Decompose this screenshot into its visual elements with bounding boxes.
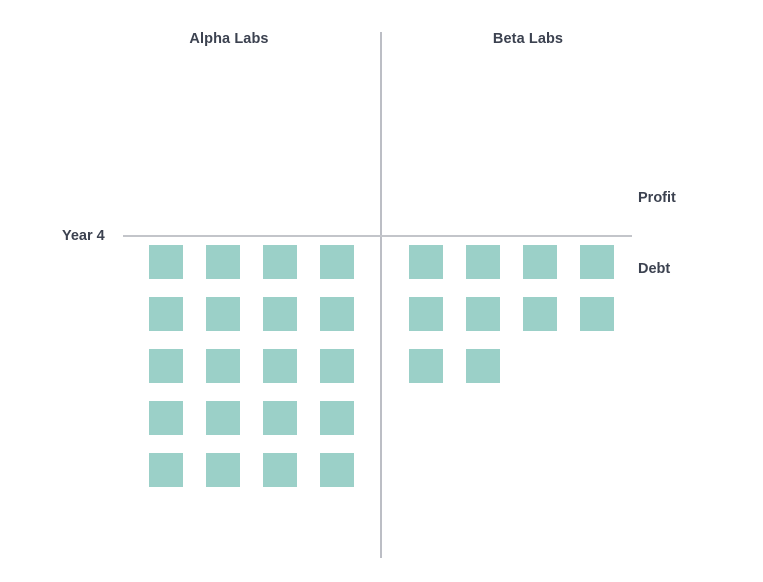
unit-square — [580, 245, 614, 279]
unit-square — [409, 349, 443, 383]
unit-square-cell — [523, 245, 580, 297]
unit-square — [263, 245, 297, 279]
unit-square — [320, 401, 354, 435]
unit-grid-row — [149, 401, 377, 453]
horizontal-baseline-axis — [123, 235, 632, 237]
unit-square — [409, 245, 443, 279]
unit-square — [149, 453, 183, 487]
unit-square — [466, 245, 500, 279]
unit-square — [206, 245, 240, 279]
unit-square-cell — [320, 401, 377, 453]
unit-square — [149, 245, 183, 279]
unit-square-cell — [409, 297, 466, 349]
unit-square — [320, 349, 354, 383]
unit-square — [263, 401, 297, 435]
unit-square — [523, 245, 557, 279]
unit-square-cell — [206, 453, 263, 505]
unit-square-cell — [206, 297, 263, 349]
unit-square — [149, 297, 183, 331]
unit-square-cell — [149, 349, 206, 401]
unit-grid-row — [409, 245, 637, 297]
unit-grid-row — [149, 297, 377, 349]
unit-grid-row — [149, 349, 377, 401]
group-label-alpha-labs: Alpha Labs — [189, 31, 269, 47]
unit-square — [320, 453, 354, 487]
unit-square-cell — [149, 245, 206, 297]
unit-square — [409, 297, 443, 331]
unit-square — [320, 245, 354, 279]
unit-square — [263, 349, 297, 383]
unit-square-cell — [263, 401, 320, 453]
axis-label-debt: Debt — [638, 261, 671, 277]
unit-square-cell — [409, 245, 466, 297]
unit-square — [466, 297, 500, 331]
unit-square-cell — [263, 349, 320, 401]
unit-square-cell — [149, 401, 206, 453]
unit-square-cell — [320, 349, 377, 401]
unit-square-cell — [206, 349, 263, 401]
unit-square — [206, 297, 240, 331]
unit-empty-cell — [580, 349, 637, 401]
unit-square-cell — [263, 245, 320, 297]
unit-grid-alpha-labs — [149, 245, 377, 505]
unit-square-cell — [409, 349, 466, 401]
axis-label-profit: Profit — [638, 190, 676, 206]
unit-square — [206, 401, 240, 435]
unit-grid-beta-labs — [409, 245, 637, 401]
unit-square-cell — [263, 453, 320, 505]
unit-square-cell — [580, 297, 637, 349]
unit-square — [320, 297, 354, 331]
unit-empty-cell — [523, 349, 580, 401]
unit-square-cell — [149, 453, 206, 505]
unit-grid-row — [409, 349, 637, 401]
unit-square-cell — [320, 453, 377, 505]
unit-square — [206, 453, 240, 487]
unit-square — [580, 297, 614, 331]
unit-square — [206, 349, 240, 383]
unit-square — [149, 401, 183, 435]
unit-square-cell — [320, 245, 377, 297]
unit-square-cell — [320, 297, 377, 349]
unit-square — [149, 349, 183, 383]
unit-square-cell — [206, 245, 263, 297]
unit-square-cell — [466, 349, 523, 401]
baseline-label-year: Year 4 — [62, 228, 105, 244]
unit-square — [523, 297, 557, 331]
unit-square — [263, 453, 297, 487]
unit-square-cell — [466, 245, 523, 297]
unit-square-cell — [580, 245, 637, 297]
unit-square-cell — [466, 297, 523, 349]
vertical-divider-axis — [380, 32, 382, 558]
unit-square — [263, 297, 297, 331]
unit-square-cell — [263, 297, 320, 349]
unit-square — [466, 349, 500, 383]
unit-grid-row — [149, 453, 377, 505]
group-label-beta-labs: Beta Labs — [492, 31, 564, 47]
unit-square-cell — [206, 401, 263, 453]
unit-grid-row — [149, 245, 377, 297]
unit-square-cell — [149, 297, 206, 349]
unit-grid-row — [409, 297, 637, 349]
unit-square-cell — [523, 297, 580, 349]
